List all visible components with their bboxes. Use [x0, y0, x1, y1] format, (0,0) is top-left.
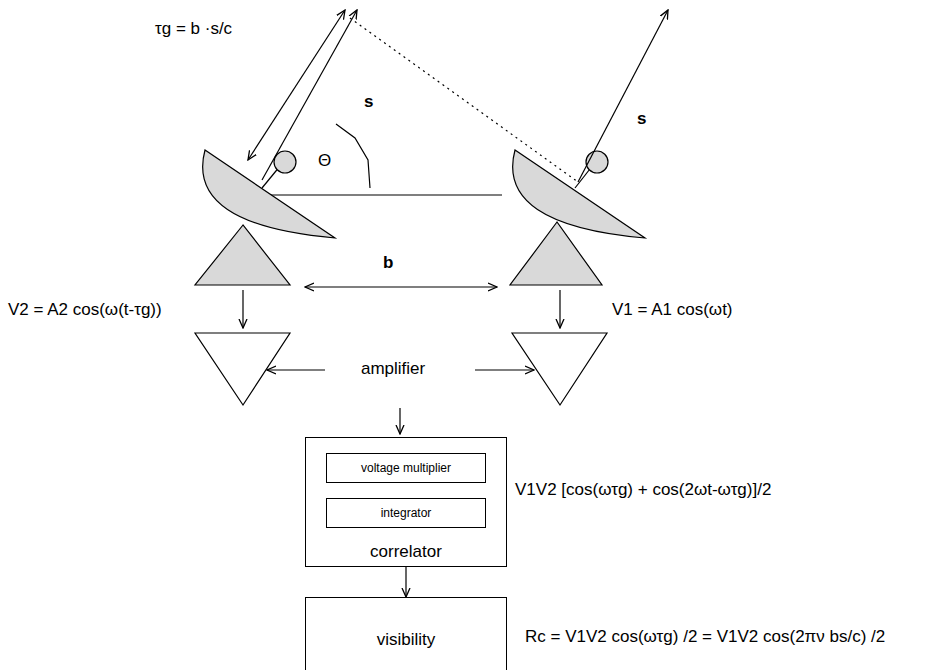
node-text: visibility — [306, 630, 506, 650]
process-box: voltage multiplier — [326, 453, 486, 483]
label-text: τg = b ·s/c — [155, 20, 232, 39]
node-text: integrator — [327, 506, 485, 520]
node-text: correlator — [306, 542, 506, 562]
correlator-box: correlator voltage multiplier integrator — [305, 437, 507, 567]
node-text: voltage multiplier — [327, 461, 485, 475]
label-text: V1V2 [cos(ωτg) + cos(2ωt-ωτg)]/2 — [515, 481, 771, 500]
label-text: b — [383, 254, 393, 273]
label-text: Θ — [318, 152, 331, 171]
label-text: V2 = A2 cos(ω(t-τg)) — [8, 301, 162, 320]
label-text: s — [364, 93, 373, 112]
label-text: amplifier — [361, 360, 425, 379]
label-text: V1 = A1 cos(ωt) — [612, 301, 733, 320]
output-box: visibility — [305, 597, 507, 670]
label-text: Rc = V1V2 cos(ωτg) /2 = V1V2 cos(2πν bs/… — [525, 628, 885, 647]
connector-arrow — [405, 567, 406, 597]
label-text: s — [637, 110, 646, 129]
process-box: integrator — [326, 498, 486, 528]
